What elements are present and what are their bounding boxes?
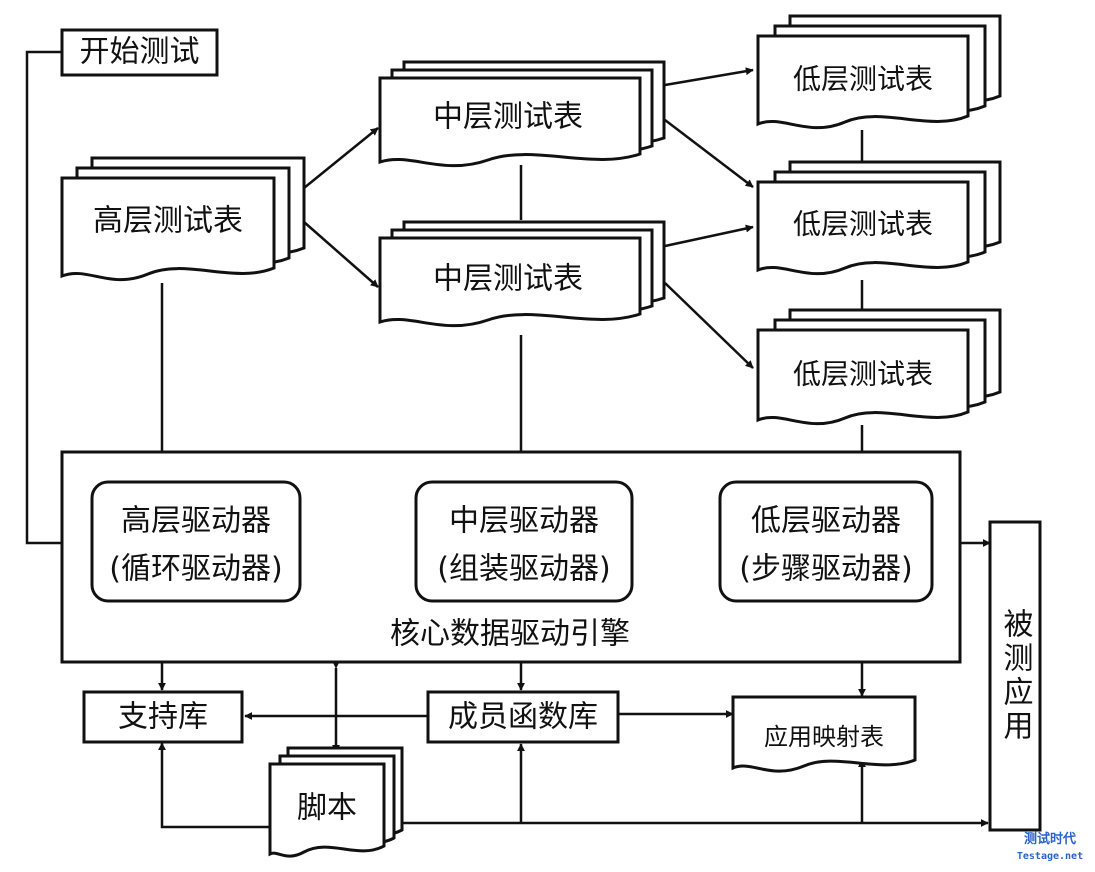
start-test-label: 开始测试 — [80, 35, 200, 70]
mid-level-driver: 中层驱动器 (组装驱动器) — [414, 480, 634, 603]
low-level-driver: 低层驱动器 (步骤驱动器) — [718, 480, 934, 603]
low-test-table-2: 低层测试表 — [756, 160, 1002, 276]
low-test-table-1: 低层测试表 — [756, 14, 1002, 130]
high-level-driver-name: 高层驱动器 — [121, 504, 271, 539]
watermark-title: 测试时代 — [1024, 831, 1076, 847]
support-library-box: 支持库 — [82, 690, 244, 744]
watermark-logo: 测试时代 Testage.net — [1017, 831, 1083, 862]
support-library-label: 支持库 — [118, 700, 208, 735]
mid-test-table-bottom-label: 中层测试表 — [433, 262, 583, 297]
watermark-url: Testage.net — [1017, 851, 1083, 862]
low-test-table-3: 低层测试表 — [756, 308, 1002, 426]
low-test-table-3-label: 低层测试表 — [793, 358, 933, 391]
high-test-table-label: 高层测试表 — [93, 204, 243, 239]
script-doc: 脚本 — [268, 746, 404, 858]
low-test-table-2-label: 低层测试表 — [793, 208, 933, 241]
app-mapping-table: 应用映射表 — [731, 695, 917, 773]
mid-test-table-top: 中层测试表 — [378, 60, 666, 168]
app-mapping-table-label: 应用映射表 — [764, 723, 884, 751]
member-function-library-box: 成员函数库 — [426, 690, 620, 744]
app-under-test-label: 被测应用 — [998, 608, 1034, 744]
mid-level-driver-alias: (组装驱动器) — [437, 552, 610, 587]
low-level-driver-name: 低层驱动器 — [751, 504, 901, 539]
start-test-box: 开始测试 — [60, 28, 219, 77]
mid-level-driver-name: 中层驱动器 — [449, 504, 599, 539]
high-level-driver-alias: (循环驱动器) — [109, 552, 282, 587]
app-under-test-box: 被测应用 — [988, 520, 1042, 832]
mid-test-table-top-label: 中层测试表 — [433, 100, 583, 135]
script-label: 脚本 — [297, 791, 357, 826]
mid-test-table-bottom: 中层测试表 — [378, 220, 666, 328]
member-function-library-label: 成员函数库 — [448, 700, 598, 735]
low-test-table-1-label: 低层测试表 — [793, 63, 933, 96]
core-engine-title: 核心数据驱动引擎 — [390, 617, 630, 652]
high-level-driver: 高层驱动器 (循环驱动器) — [90, 480, 302, 603]
high-test-table: 高层测试表 — [60, 156, 306, 282]
low-level-driver-alias: (步骤驱动器) — [739, 552, 912, 587]
